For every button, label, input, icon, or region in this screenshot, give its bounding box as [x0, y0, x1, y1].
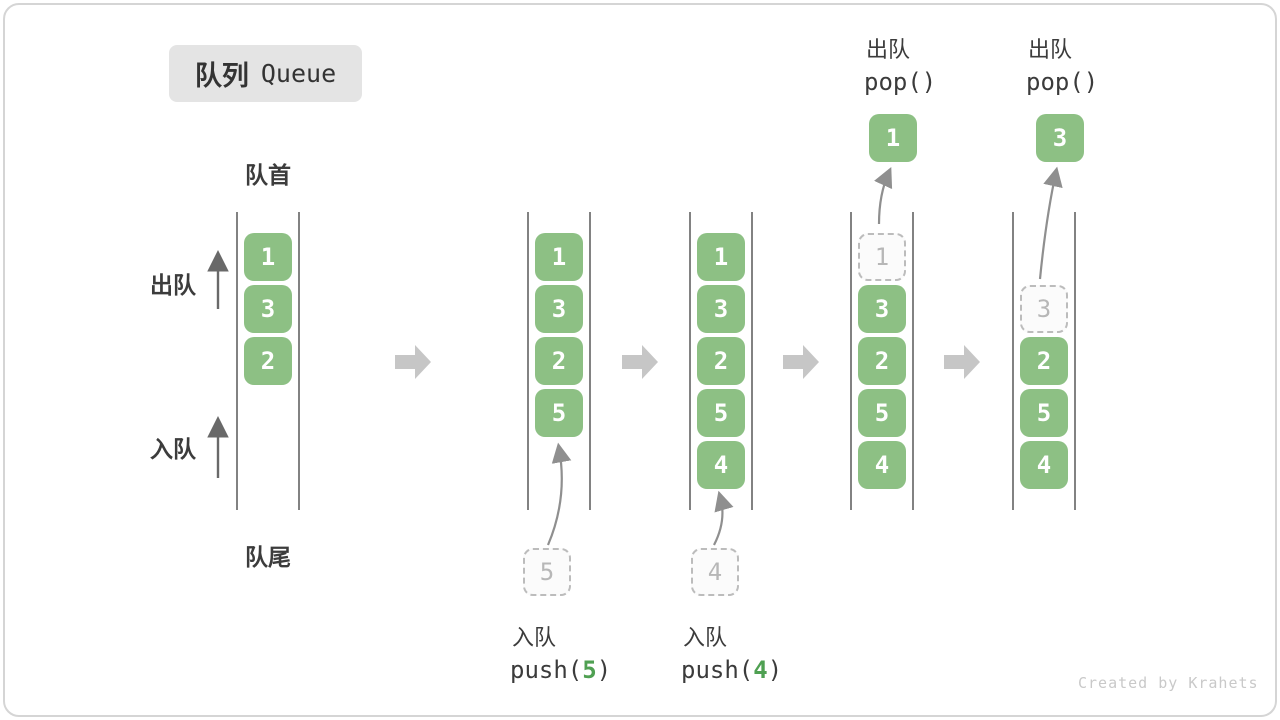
watermark: Created by Krahets — [1078, 674, 1259, 692]
pop-label-code: pop() — [1026, 68, 1099, 96]
queue-item: 1 — [244, 233, 292, 281]
title-en: Queue — [260, 59, 337, 88]
push-arg: 4 — [753, 656, 768, 684]
staged-item: 4 — [691, 548, 739, 596]
queue-item: 3 — [858, 285, 906, 333]
queue-item: 5 — [1020, 389, 1068, 437]
push-close: ) — [596, 656, 612, 684]
pop-label-code: pop() — [864, 68, 937, 96]
enqueue-label: 入队 — [150, 436, 196, 462]
pop-arrow-icon — [874, 166, 893, 225]
push-arrow-icon — [713, 490, 734, 546]
canvas-frame — [3, 3, 1277, 717]
queue-item: 2 — [535, 337, 583, 385]
popped-item: 1 — [869, 114, 917, 162]
popped-item: 3 — [1036, 114, 1084, 162]
ghost-item: 1 — [858, 233, 906, 281]
dequeue-label: 出队 — [150, 272, 196, 298]
queue-item: 1 — [697, 233, 745, 281]
ghost-item: 3 — [1020, 285, 1068, 333]
queue-item: 2 — [1020, 337, 1068, 385]
push-fn: push( — [681, 656, 754, 684]
queue-item: 3 — [535, 285, 583, 333]
queue-item: 2 — [858, 337, 906, 385]
flow-arrow-icon — [944, 345, 980, 379]
queue-item: 5 — [535, 389, 583, 437]
queue-rear-label: 队尾 — [245, 544, 291, 570]
queue-item: 4 — [858, 441, 906, 489]
queue-front-label: 队首 — [245, 162, 291, 188]
push-close: ) — [767, 656, 783, 684]
push-fn: push( — [510, 656, 583, 684]
queue-item: 4 — [1020, 441, 1068, 489]
pop-label-zh: 出队 — [1028, 37, 1073, 62]
queue-item: 2 — [697, 337, 745, 385]
queue-item: 4 — [697, 441, 745, 489]
push-label-code: push(4) — [681, 656, 782, 684]
push-label-code: push(5) — [510, 656, 611, 684]
queue-item: 2 — [244, 337, 292, 385]
push-label-zh: 入队 — [512, 625, 557, 650]
queue-item: 5 — [697, 389, 745, 437]
pop-arrow-icon — [1038, 166, 1063, 280]
flow-arrow-icon — [622, 345, 658, 379]
flow-arrow-icon — [395, 345, 431, 379]
queue-item: 5 — [858, 389, 906, 437]
push-arg: 5 — [582, 656, 597, 684]
staged-item: 5 — [523, 548, 571, 596]
pop-label-zh: 出队 — [866, 37, 911, 62]
title-zh: 队列 — [194, 61, 249, 91]
queue-item: 3 — [244, 285, 292, 333]
queue-item: 3 — [697, 285, 745, 333]
title-badge: 队列 Queue — [169, 45, 362, 102]
flow-arrow-icon — [783, 345, 819, 379]
queue-item: 1 — [535, 233, 583, 281]
push-label-zh: 入队 — [683, 625, 728, 650]
push-arrow-icon — [546, 442, 572, 546]
